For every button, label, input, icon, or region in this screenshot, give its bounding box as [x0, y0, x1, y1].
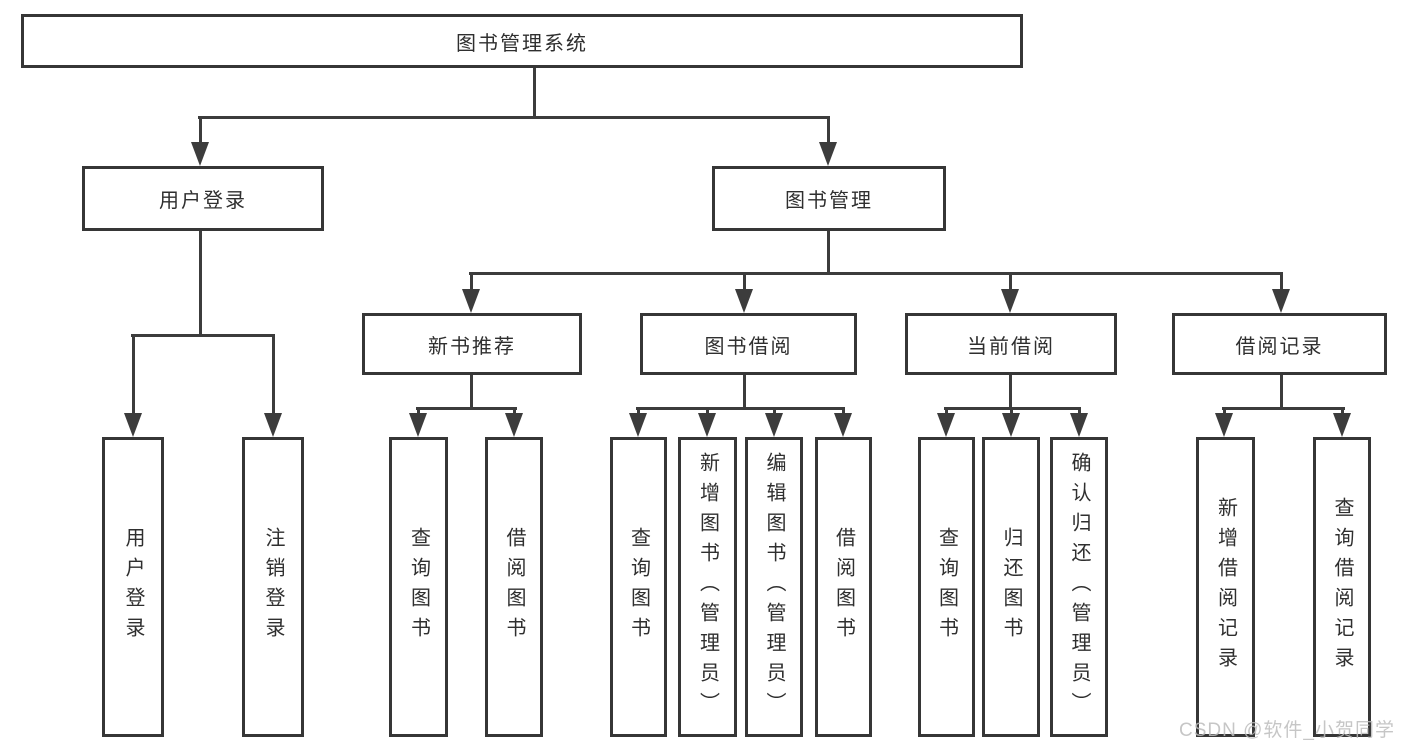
leaf-current-query-books: 查询图书: [918, 437, 975, 737]
leaf-label: 借阅图书: [832, 527, 855, 647]
leaf-borrowing-query-books: 查询图书: [610, 437, 667, 737]
leaf-recommend-borrow-books: 借阅图书: [485, 437, 543, 737]
leaf-label: 查询图书: [627, 527, 650, 647]
connector-line: [827, 231, 830, 275]
connector-line: [1222, 407, 1345, 410]
leaf-records-query-record: 查询借阅记录: [1313, 437, 1371, 737]
node-system-root: 图书管理系统: [21, 14, 1023, 68]
node-label: 图书管理: [785, 190, 873, 212]
arrow-down-icon: [409, 413, 427, 437]
arrow-down-icon: [1001, 289, 1019, 313]
node-new-book-recommend: 新书推荐: [362, 313, 582, 375]
node-borrowing-records: 借阅记录: [1172, 313, 1387, 375]
node-label: 图书借阅: [704, 335, 793, 358]
connector-line: [470, 272, 473, 292]
connector-line: [743, 272, 746, 292]
leaf-logout-login: 注销登录: [242, 437, 304, 737]
leaf-records-add-record: 新增借阅记录: [1196, 437, 1255, 737]
connector-line: [513, 407, 516, 417]
leaf-current-return-books: 归还图书: [982, 437, 1040, 737]
leaf-label: 确认归还（管理员）: [1068, 452, 1090, 722]
node-user-login: 用户登录: [82, 166, 324, 231]
leaf-label: 查询图书: [935, 527, 958, 647]
connector-line: [773, 407, 776, 417]
connector-line: [417, 407, 420, 417]
node-current-borrowing: 当前借阅: [905, 313, 1117, 375]
node-label: 当前借阅: [967, 335, 1055, 358]
arrow-down-icon: [505, 413, 523, 437]
connector-line: [827, 116, 830, 146]
arrow-down-icon: [124, 413, 142, 437]
node-book-borrowing: 图书借阅: [640, 313, 857, 375]
csdn-watermark: CSDN @软件_小贺同学: [1179, 720, 1395, 741]
leaf-borrowing-edit-books-admin: 编辑图书（管理员）: [745, 437, 803, 737]
connector-line: [470, 375, 473, 409]
leaf-label: 编辑图书（管理员）: [763, 452, 785, 722]
arrow-down-icon: [937, 413, 955, 437]
node-label: 用户登录: [159, 190, 247, 212]
node-label: 借阅记录: [1235, 335, 1324, 358]
arrow-down-icon: [765, 413, 783, 437]
connector-line: [945, 407, 948, 417]
arrow-down-icon: [1002, 413, 1020, 437]
connector-line: [199, 231, 202, 337]
arrow-down-icon: [264, 413, 282, 437]
connector-line: [743, 375, 746, 409]
leaf-borrowing-add-books-admin: 新增图书（管理员）: [678, 437, 737, 737]
arrow-down-icon: [1272, 289, 1290, 313]
leaf-recommend-query-books: 查询图书: [389, 437, 448, 737]
connector-line: [132, 334, 135, 416]
node-book-management: 图书管理: [712, 166, 946, 231]
leaf-label: 归还图书: [1000, 527, 1022, 647]
connector-line: [1009, 272, 1012, 292]
connector-line: [1280, 375, 1283, 409]
arrow-down-icon: [1070, 413, 1088, 437]
leaf-label: 借阅图书: [503, 527, 525, 647]
connector-line: [199, 116, 202, 146]
arrow-down-icon: [1333, 413, 1351, 437]
arrow-down-icon: [629, 413, 647, 437]
connector-line: [1078, 407, 1081, 417]
node-label: 新书推荐: [428, 335, 516, 358]
arrow-down-icon: [834, 413, 852, 437]
arrow-down-icon: [698, 413, 716, 437]
leaf-label: 注销登录: [262, 527, 284, 647]
leaf-label: 查询借阅记录: [1331, 497, 1353, 677]
arrow-down-icon: [819, 142, 837, 166]
connector-line: [272, 334, 275, 416]
connector-line: [1223, 407, 1226, 417]
connector-line: [1341, 407, 1344, 417]
connector-line: [1009, 375, 1012, 409]
connector-line: [469, 272, 1282, 275]
arrow-down-icon: [462, 289, 480, 313]
connector-line: [416, 407, 517, 410]
node-label: 图书管理系统: [456, 32, 588, 55]
leaf-label: 新增借阅记录: [1214, 497, 1237, 677]
connector-line: [198, 116, 830, 119]
connector-line: [636, 407, 845, 410]
leaf-user-login: 用户登录: [102, 437, 164, 737]
leaf-label: 查询图书: [407, 527, 430, 647]
connector-line: [533, 68, 536, 118]
connector-line: [706, 407, 709, 417]
arrow-down-icon: [735, 289, 753, 313]
arrow-down-icon: [191, 142, 209, 166]
connector-line: [131, 334, 274, 337]
connector-line: [1280, 272, 1283, 292]
connector-line: [1010, 407, 1013, 417]
leaf-borrowing-borrow-books: 借阅图书: [815, 437, 872, 737]
arrow-down-icon: [1215, 413, 1233, 437]
leaf-current-confirm-return-admin: 确认归还（管理员）: [1050, 437, 1108, 737]
leaf-label: 用户登录: [122, 527, 144, 647]
leaf-label: 新增图书（管理员）: [696, 452, 719, 722]
connector-line: [842, 407, 845, 417]
connector-line: [637, 407, 640, 417]
